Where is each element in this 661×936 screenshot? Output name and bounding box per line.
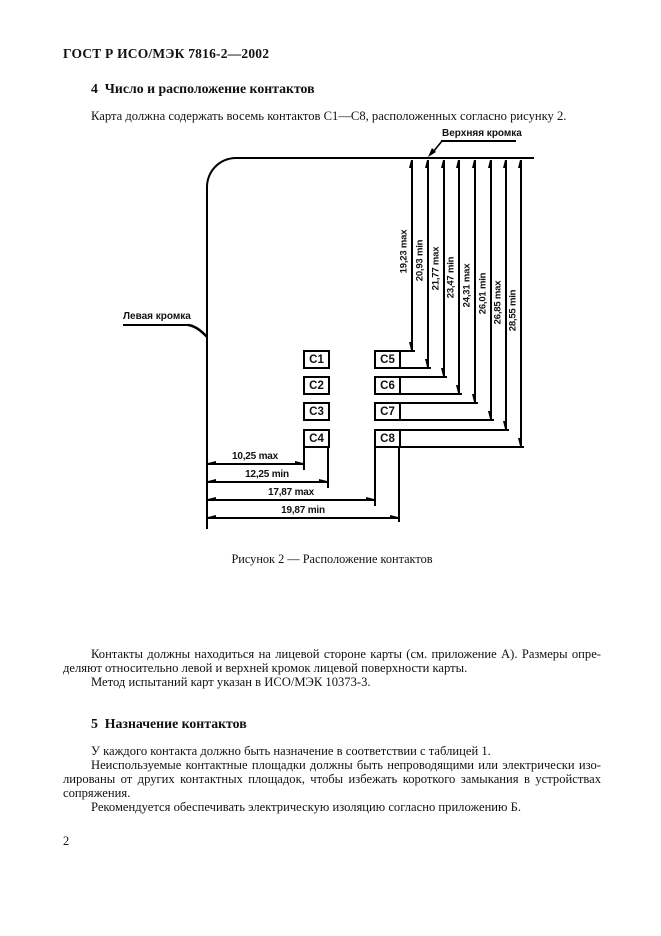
arrow-up-icon	[456, 160, 460, 168]
extension-line	[400, 446, 524, 448]
dimension-line	[458, 160, 460, 393]
dimension-line	[490, 160, 492, 419]
vertical-dim-label-2: 20,93 min	[414, 239, 426, 282]
left-edge-label: Левая кромка	[123, 311, 191, 322]
horizontal-dim-label-3: 17,87 max	[267, 487, 315, 498]
paragraph-line: лированы от других контактных площадок, …	[63, 772, 601, 786]
arrow-down-icon	[472, 394, 476, 402]
dimension-line	[208, 463, 303, 465]
contact-pad-c2: C2	[303, 376, 330, 395]
arrow-up-icon	[472, 160, 476, 168]
extension-line	[400, 376, 447, 378]
extension-line	[400, 402, 478, 404]
section-5-heading: 5 Назначение контактов	[91, 716, 247, 731]
arrow-up-icon	[503, 160, 507, 168]
extension-line	[400, 367, 431, 369]
vertical-dim-label-6: 26,01 min	[477, 272, 489, 315]
dimension-line	[411, 160, 413, 350]
arrow-up-icon	[518, 160, 522, 168]
card-outline	[206, 157, 534, 529]
dimension-line	[208, 481, 327, 483]
contact-pad-c6: C6	[374, 376, 401, 395]
arrow-down-icon	[488, 411, 492, 419]
dimension-line	[208, 517, 398, 519]
extension-line	[398, 448, 400, 522]
paragraph-line: Рекомендуется обеспечивать электрическую…	[91, 800, 521, 814]
left-edge-leader-hook-icon	[187, 323, 208, 338]
horizontal-dim-label-4: 19,87 min	[281, 505, 325, 516]
arrow-right-icon	[366, 497, 374, 501]
page-number: 2	[63, 834, 70, 848]
dimension-line	[443, 160, 445, 376]
extension-line	[400, 429, 509, 431]
contact-pad-c1: C1	[303, 350, 330, 369]
vertical-dim-label-7: 26,85 max	[492, 280, 504, 325]
dimension-line	[520, 160, 522, 446]
section-4-intro: Карта должна содержать восемь контактов …	[91, 109, 567, 123]
dimension-line	[208, 499, 374, 501]
horizontal-dim-label-2: 12,25 min	[245, 469, 289, 480]
contact-pad-c4: C4	[303, 429, 330, 448]
extension-line	[400, 393, 462, 395]
vertical-dim-label-1: 19,23 max	[398, 229, 410, 274]
dimension-line	[427, 160, 429, 367]
dimension-line	[474, 160, 476, 402]
extension-line	[400, 419, 494, 421]
arrow-left-icon	[208, 461, 216, 465]
arrow-up-icon	[488, 160, 492, 168]
arrow-left-icon	[208, 497, 216, 501]
document-header: ГОСТ Р ИСО/МЭК 7816-2—2002	[63, 46, 270, 61]
arrow-right-icon	[319, 479, 327, 483]
arrow-left-icon	[208, 479, 216, 483]
extension-line	[374, 448, 376, 506]
arrow-down-icon	[503, 421, 507, 429]
contact-pad-c7: C7	[374, 402, 401, 421]
paragraph-line: деляют относительно левой и верхней кром…	[63, 661, 468, 675]
section-4-heading: 4 Число и расположение контактов	[91, 81, 315, 96]
arrow-up-icon	[425, 160, 429, 168]
paragraph-line: Контакты должны находиться на лицевой ст…	[91, 647, 601, 661]
arrow-down-icon	[425, 359, 429, 367]
extension-line	[327, 448, 329, 488]
top-edge-label: Верхняя кромка	[442, 128, 522, 139]
contact-pad-c5: C5	[374, 350, 401, 369]
dimension-line	[505, 160, 507, 429]
paragraph-line: Метод испытаний карт указан в ИСО/МЭК 10…	[91, 675, 371, 689]
arrow-down-icon	[441, 368, 445, 376]
arrow-left-icon	[208, 515, 216, 519]
figure-2-caption: Рисунок 2 — Расположение контактов	[231, 552, 433, 566]
vertical-dim-label-3: 21,77 max	[430, 246, 442, 291]
top-edge-label-underline	[441, 140, 516, 142]
arrow-down-icon	[518, 438, 522, 446]
extension-line	[400, 350, 415, 352]
contact-pad-c3: C3	[303, 402, 330, 421]
extension-line	[303, 448, 305, 470]
vertical-dim-label-8: 28,55 min	[507, 289, 519, 332]
paragraph-line: У каждого контакта должно быть назначени…	[91, 744, 491, 758]
arrow-down-icon	[456, 385, 460, 393]
arrow-down-icon	[409, 342, 413, 350]
top-edge-leader-arrow-icon	[428, 140, 443, 157]
left-edge-label-underline	[123, 324, 189, 326]
paragraph-line: Неиспользуемые контактные площадки должн…	[91, 758, 601, 772]
arrow-up-icon	[441, 160, 445, 168]
vertical-dim-label-5: 24,31 max	[461, 263, 473, 308]
vertical-dim-label-4: 23,47 min	[445, 256, 457, 299]
paragraph-line: сопряжения.	[63, 786, 131, 800]
contact-pad-c8: C8	[374, 429, 401, 448]
horizontal-dim-label-1: 10,25 max	[231, 451, 279, 462]
arrow-up-icon	[409, 160, 413, 168]
arrow-right-icon	[390, 515, 398, 519]
arrow-right-icon	[295, 461, 303, 465]
